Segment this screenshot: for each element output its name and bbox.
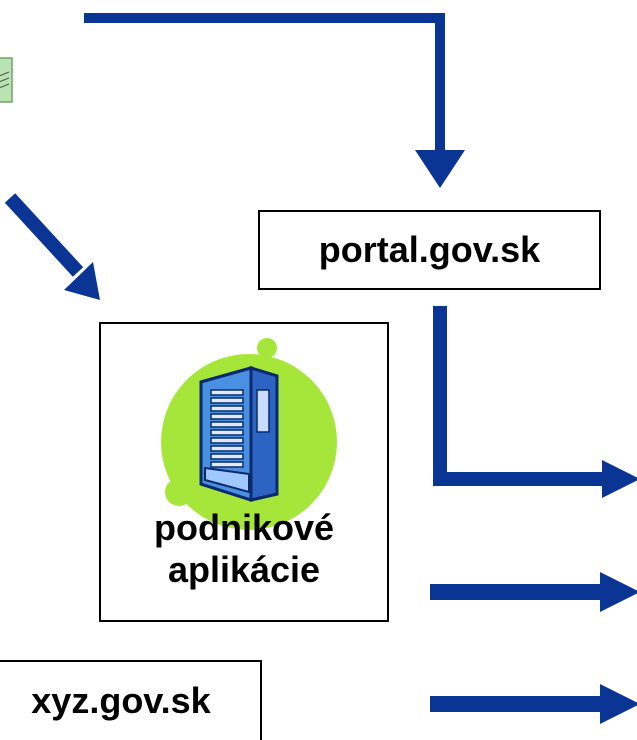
arrow-right-from-portal-icon bbox=[602, 460, 637, 498]
diagonal-connector-line bbox=[4, 193, 84, 277]
server-rack-icon bbox=[161, 338, 337, 530]
top-connector-line bbox=[84, 13, 445, 158]
arrow-right-from-xyz-icon bbox=[600, 684, 637, 724]
apps-out-connector-line bbox=[430, 584, 606, 600]
document-icon bbox=[0, 57, 13, 103]
enterprise-apps-label-line1: podnikové bbox=[153, 507, 335, 548]
xyz-out-connector-line bbox=[430, 696, 606, 712]
enterprise-apps-node: podnikové aplikácie bbox=[99, 322, 389, 622]
xyz-node: xyz.gov.sk bbox=[0, 660, 262, 740]
arrow-diagonal-to-apps-icon bbox=[64, 262, 100, 300]
portal-node: portal.gov.sk bbox=[258, 210, 601, 290]
arrow-right-from-apps-icon bbox=[600, 572, 637, 612]
portal-out-connector-line bbox=[433, 306, 610, 486]
arrow-down-to-portal-icon bbox=[415, 150, 465, 188]
portal-label: portal.gov.sk bbox=[318, 229, 541, 270]
enterprise-apps-label: podnikové aplikácie bbox=[101, 507, 387, 591]
xyz-label: xyz.gov.sk bbox=[31, 680, 211, 721]
enterprise-apps-label-line2: aplikácie bbox=[167, 549, 321, 590]
